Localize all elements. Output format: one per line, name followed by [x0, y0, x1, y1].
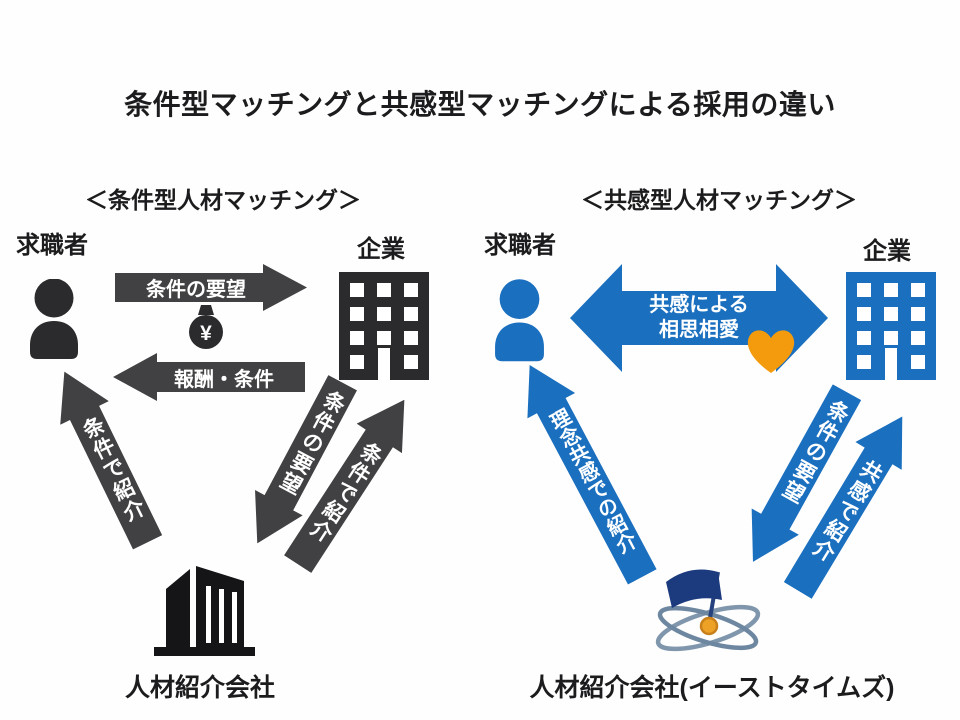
arrow-mutual-empathy-line2: 相思相愛	[659, 319, 739, 341]
right-company-label: 企業	[863, 238, 911, 265]
left-company-label: 企業	[357, 236, 405, 263]
office-building-icon	[339, 272, 429, 380]
page-title: 条件型マッチングと共感型マッチングによる採用の違い	[124, 89, 836, 120]
right-job-seeker-label: 求職者	[484, 232, 556, 259]
office-building-icon	[846, 272, 936, 380]
person-icon	[30, 279, 78, 359]
yen-symbol: ¥	[200, 322, 212, 345]
money-bag-icon: ¥	[189, 305, 223, 349]
arrow-conditions-request-label: 条件の要望	[146, 279, 246, 301]
right-section-header: ＜共感型人材マッチング＞	[581, 187, 857, 213]
left-section-header: ＜条件型人材マッチング＞	[85, 187, 361, 213]
agency-building-icon	[154, 566, 255, 656]
arrow-reward-conditions: 報酬・条件	[113, 353, 305, 401]
left-agency-label: 人材紹介会社	[124, 674, 276, 702]
person-icon	[495, 279, 544, 362]
flag-orbit-logo-icon	[655, 569, 761, 652]
arrow-reward-conditions-label: 報酬・条件	[174, 368, 274, 391]
arrow-mutual-empathy-line1: 共感による	[649, 294, 749, 316]
left-job-seeker-label: 求職者	[16, 232, 88, 259]
right-agency-label: 人材紹介会社(イーストタイムズ)	[529, 674, 895, 702]
heart-icon	[747, 330, 795, 373]
arrow-referral-by-conditions-left-label: 条件で紹介	[77, 413, 149, 527]
